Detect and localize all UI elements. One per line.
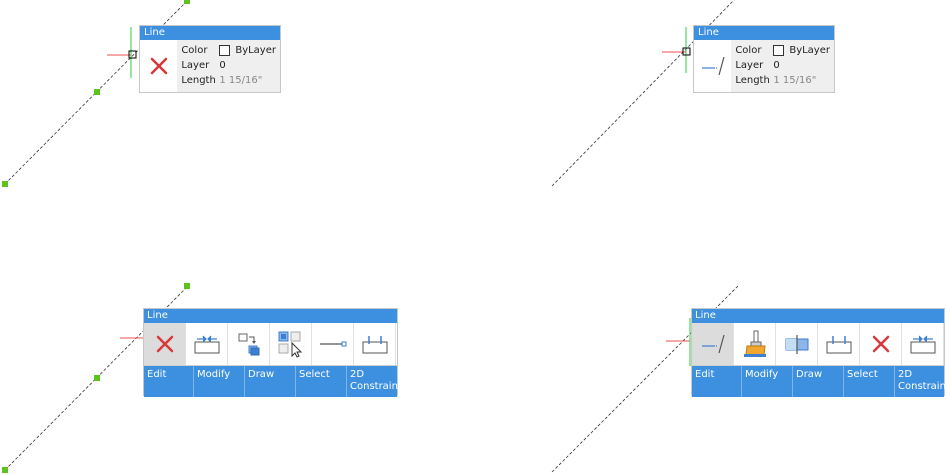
panel-title: Line bbox=[694, 26, 834, 40]
grip[interactable] bbox=[184, 0, 190, 4]
ribbon-title: Line bbox=[692, 309, 944, 323]
copy-icon[interactable] bbox=[228, 323, 270, 365]
grip[interactable] bbox=[2, 467, 8, 473]
quad-ribbon[interactable]: Line Edit Modify Draw Select 2D Constrai… bbox=[691, 308, 947, 397]
length-label: Length bbox=[181, 75, 216, 86]
grip[interactable] bbox=[184, 283, 190, 289]
color-label: Color bbox=[181, 45, 208, 56]
delete-x-icon[interactable] bbox=[140, 40, 177, 92]
layer-value[interactable]: 0 bbox=[219, 60, 226, 71]
length-label: Length bbox=[735, 75, 770, 86]
cursor-pickbox bbox=[682, 47, 691, 56]
panel-title: Line bbox=[140, 26, 280, 40]
ribbon-group-edit[interactable]: Edit bbox=[692, 366, 742, 397]
ribbon-group-select[interactable]: Select bbox=[844, 366, 895, 397]
line-icon[interactable] bbox=[692, 323, 734, 365]
ribbon-group-select[interactable]: Select bbox=[296, 366, 347, 397]
color-value[interactable]: ByLayer bbox=[235, 45, 276, 56]
layer-label: Layer bbox=[181, 60, 210, 71]
line-endpoint-icon[interactable] bbox=[312, 323, 354, 365]
ribbon-group-2d-constraint[interactable]: 2D Constraint bbox=[350, 369, 402, 392]
select-icon[interactable] bbox=[270, 323, 312, 365]
brush-icon[interactable] bbox=[734, 323, 776, 365]
grip[interactable] bbox=[2, 181, 8, 187]
quad-ribbon[interactable]: Line Edit Modify Draw Select 2D Constrai… bbox=[143, 308, 402, 397]
ribbon-group-modify[interactable]: Modify bbox=[194, 366, 245, 397]
length-value: 1 15/16" bbox=[773, 75, 817, 86]
break-icon[interactable] bbox=[186, 323, 228, 365]
layer-value[interactable]: 0 bbox=[773, 60, 780, 71]
ribbon-group-modify[interactable]: Modify bbox=[742, 366, 793, 397]
ribbon-group-draw[interactable]: Draw bbox=[793, 366, 844, 397]
grip[interactable] bbox=[94, 89, 100, 95]
delete-x-icon[interactable] bbox=[144, 323, 186, 365]
color-value[interactable]: ByLayer bbox=[789, 45, 830, 56]
delete-x-icon[interactable] bbox=[860, 323, 902, 365]
dimension-icon[interactable] bbox=[818, 323, 860, 365]
color-swatch[interactable] bbox=[219, 45, 231, 56]
break-icon[interactable] bbox=[902, 323, 944, 365]
grip[interactable] bbox=[94, 375, 100, 381]
color-label: Color bbox=[735, 45, 762, 56]
ribbon-group-2d-constraint[interactable]: 2D Constraint bbox=[898, 369, 947, 392]
length-value: 1 15/16" bbox=[219, 75, 263, 86]
color-swatch[interactable] bbox=[773, 45, 785, 56]
ribbon-group-edit[interactable]: Edit bbox=[144, 366, 194, 397]
ribbon-group-draw[interactable]: Draw bbox=[245, 366, 296, 397]
line-entity[interactable] bbox=[551, 285, 739, 473]
layer-label: Layer bbox=[735, 60, 764, 71]
dimension-icon[interactable] bbox=[354, 323, 396, 365]
ribbon-title: Line bbox=[144, 309, 397, 323]
hatch-icon[interactable] bbox=[776, 323, 818, 365]
line-icon[interactable] bbox=[694, 40, 731, 92]
cursor-pickbox bbox=[128, 50, 137, 59]
